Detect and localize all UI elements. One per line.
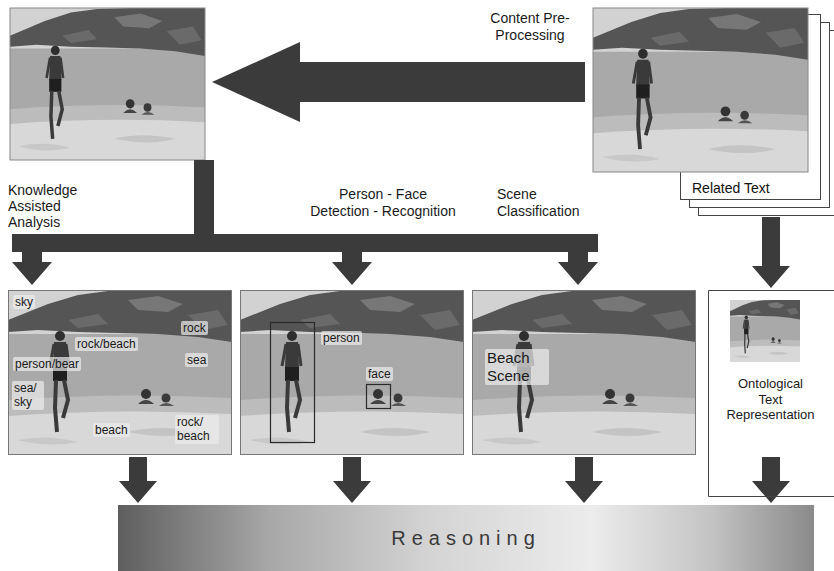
preprocessed-image	[10, 8, 205, 160]
page-thumbnail	[730, 300, 800, 362]
step-label: Knowledge Assisted Analysis	[8, 182, 84, 230]
photo-border	[593, 8, 808, 172]
region-label: sea/ sky	[12, 381, 44, 410]
step-label: Scene Classification	[497, 186, 597, 220]
flow-arrow	[119, 457, 157, 503]
person-bounding-box	[271, 323, 315, 443]
face-bounding-box	[367, 385, 391, 409]
step-label: Person - Face Detection - Recognition	[309, 186, 457, 220]
detection-label: face	[366, 367, 393, 381]
scene-panel: Beach Scene	[472, 290, 696, 455]
scene-label: Beach Scene	[485, 349, 549, 385]
preprocessing-arrow	[212, 42, 585, 122]
region-label: person/bear	[13, 357, 81, 371]
branch-head	[12, 252, 52, 285]
scene-image	[472, 290, 696, 455]
page-border	[709, 291, 834, 497]
flow-arrow	[333, 457, 371, 503]
source-photo	[593, 8, 808, 172]
region-label: beach	[93, 423, 130, 437]
reasoning-band: Reasoning	[118, 505, 814, 571]
branch-head	[332, 252, 372, 285]
region-label: sea	[185, 353, 208, 367]
branch-bar	[12, 234, 598, 252]
region-label: sky	[13, 295, 35, 309]
detection-panel: person face	[240, 290, 464, 455]
analysis-image	[8, 290, 232, 455]
branch-head	[558, 252, 598, 285]
related-text-stack: Related Text	[593, 8, 834, 215]
region-label: rock/beach	[75, 337, 138, 351]
document-label: Related Text	[690, 180, 772, 197]
flow-arrow	[752, 217, 790, 288]
branch-arrows	[12, 160, 598, 285]
analysis-panel: sky rock rock/beach person/bear sea sea/ sky b…	[8, 290, 232, 455]
ontology-page: Ontological Text Representation	[708, 290, 834, 455]
image-border	[10, 8, 205, 160]
region-label: rock/ beach	[175, 415, 219, 444]
flow-arrow	[565, 457, 603, 503]
page-label: Ontological Text Representation	[725, 376, 816, 423]
region-label: rock	[181, 321, 208, 335]
step-label: Content Pre-Processing	[470, 10, 590, 44]
band-label: Reasoning	[118, 526, 814, 550]
detection-label: person	[321, 331, 362, 345]
detection-image	[240, 290, 464, 455]
